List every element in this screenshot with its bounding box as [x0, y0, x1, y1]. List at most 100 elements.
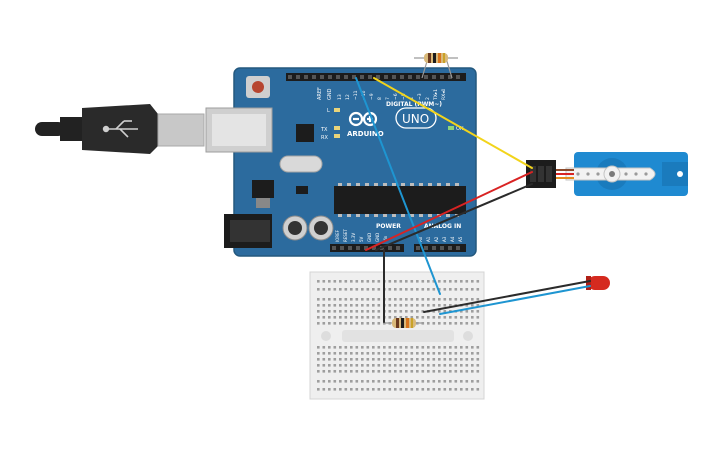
header-hole[interactable] [432, 75, 436, 79]
breadboard-hole[interactable] [454, 280, 458, 283]
breadboard-hole[interactable] [460, 298, 463, 301]
breadboard-hole[interactable] [372, 304, 375, 307]
breadboard-hole[interactable] [394, 288, 397, 291]
breadboard-hole[interactable] [377, 316, 381, 319]
breadboard-hole[interactable] [328, 346, 331, 349]
breadboard-hole[interactable] [410, 358, 414, 361]
breadboard-hole[interactable] [388, 310, 392, 313]
breadboard-hole[interactable] [471, 388, 474, 391]
breadboard-hole[interactable] [328, 358, 331, 361]
breadboard-hole[interactable] [366, 322, 370, 325]
breadboard-hole[interactable] [427, 370, 430, 373]
breadboard-hole[interactable] [350, 346, 353, 349]
breadboard-hole[interactable] [476, 388, 480, 391]
breadboard-hole[interactable] [328, 298, 331, 301]
breadboard-hole[interactable] [361, 388, 364, 391]
breadboard-hole[interactable] [333, 280, 337, 283]
breadboard-hole[interactable] [416, 380, 419, 383]
breadboard-hole[interactable] [438, 388, 441, 391]
breadboard-hole[interactable] [317, 322, 320, 325]
breadboard-hole[interactable] [317, 370, 320, 373]
breadboard-hole[interactable] [339, 370, 342, 373]
breadboard-hole[interactable] [317, 352, 320, 355]
breadboard-hole[interactable] [377, 346, 381, 349]
breadboard-hole[interactable] [394, 304, 397, 307]
breadboard-hole[interactable] [449, 316, 452, 319]
breadboard-hole[interactable] [366, 364, 370, 367]
breadboard-hole[interactable] [394, 316, 397, 319]
breadboard-hole[interactable] [377, 310, 381, 313]
breadboard-hole[interactable] [339, 288, 342, 291]
breadboard-hole[interactable] [471, 380, 474, 383]
breadboard-hole[interactable] [443, 370, 447, 373]
breadboard-hole[interactable] [471, 310, 474, 313]
breadboard-hole[interactable] [471, 364, 474, 367]
breadboard-hole[interactable] [377, 358, 381, 361]
breadboard-hole[interactable] [438, 364, 441, 367]
breadboard-hole[interactable] [333, 304, 337, 307]
breadboard-hole[interactable] [344, 358, 348, 361]
breadboard-hole[interactable] [366, 370, 370, 373]
breadboard-hole[interactable] [333, 288, 337, 291]
breadboard-hole[interactable] [449, 322, 452, 325]
breadboard-hole[interactable] [416, 304, 419, 307]
header-hole[interactable] [416, 75, 420, 79]
breadboard-hole[interactable] [399, 380, 403, 383]
breadboard-hole[interactable] [372, 322, 375, 325]
breadboard-hole[interactable] [471, 370, 474, 373]
breadboard-hole[interactable] [361, 346, 364, 349]
breadboard-hole[interactable] [465, 322, 469, 325]
breadboard-hole[interactable] [410, 288, 414, 291]
breadboard-hole[interactable] [421, 298, 425, 301]
breadboard-hole[interactable] [421, 288, 425, 291]
breadboard-hole[interactable] [366, 280, 370, 283]
breadboard-hole[interactable] [355, 288, 359, 291]
breadboard-hole[interactable] [372, 364, 375, 367]
breadboard-hole[interactable] [410, 310, 414, 313]
breadboard-hole[interactable] [317, 388, 320, 391]
breadboard-hole[interactable] [361, 316, 364, 319]
breadboard-hole[interactable] [339, 364, 342, 367]
breadboard-hole[interactable] [432, 280, 436, 283]
breadboard-hole[interactable] [410, 370, 414, 373]
breadboard-hole[interactable] [322, 370, 326, 373]
breadboard-hole[interactable] [471, 280, 474, 283]
breadboard-hole[interactable] [350, 310, 353, 313]
header-hole[interactable] [448, 246, 452, 250]
breadboard-hole[interactable] [465, 364, 469, 367]
breadboard-hole[interactable] [410, 280, 414, 283]
breadboard-hole[interactable] [438, 298, 441, 301]
breadboard-hole[interactable] [328, 364, 331, 367]
breadboard-hole[interactable] [366, 288, 370, 291]
breadboard-hole[interactable] [460, 322, 463, 325]
breadboard-hole[interactable] [399, 352, 403, 355]
breadboard-hole[interactable] [471, 298, 474, 301]
breadboard-hole[interactable] [438, 358, 441, 361]
breadboard-hole[interactable] [344, 352, 348, 355]
breadboard-hole[interactable] [432, 380, 436, 383]
breadboard-hole[interactable] [339, 346, 342, 349]
breadboard-hole[interactable] [333, 358, 337, 361]
header-hole[interactable] [288, 75, 292, 79]
breadboard-hole[interactable] [432, 316, 436, 319]
breadboard-hole[interactable] [328, 316, 331, 319]
header-hole[interactable] [360, 75, 364, 79]
breadboard-hole[interactable] [333, 370, 337, 373]
header-hole[interactable] [328, 75, 332, 79]
breadboard-hole[interactable] [361, 288, 364, 291]
breadboard-hole[interactable] [317, 304, 320, 307]
breadboard-hole[interactable] [460, 380, 463, 383]
breadboard-hole[interactable] [377, 304, 381, 307]
breadboard-hole[interactable] [383, 352, 386, 355]
breadboard-hole[interactable] [355, 352, 359, 355]
breadboard-hole[interactable] [333, 316, 337, 319]
breadboard-hole[interactable] [471, 358, 474, 361]
header-hole[interactable] [348, 246, 352, 250]
breadboard-hole[interactable] [339, 352, 342, 355]
header-hole[interactable] [416, 246, 420, 250]
breadboard-hole[interactable] [350, 316, 353, 319]
breadboard-hole[interactable] [328, 388, 331, 391]
breadboard-hole[interactable] [416, 370, 419, 373]
breadboard-hole[interactable] [460, 370, 463, 373]
breadboard-hole[interactable] [465, 352, 469, 355]
